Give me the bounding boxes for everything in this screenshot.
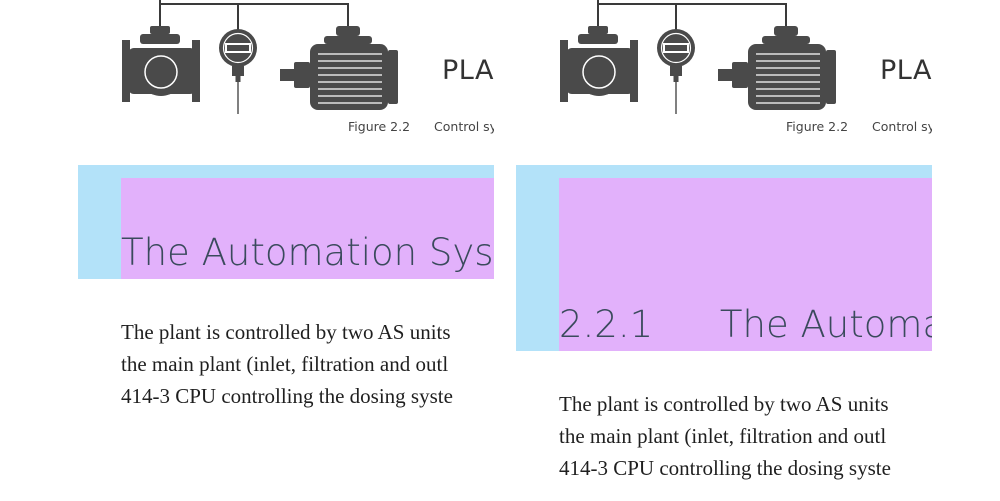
connection-lines <box>597 0 787 31</box>
figure-caption-label: Figure 2.2 <box>786 119 849 134</box>
plant-control-diagram <box>560 0 836 114</box>
valve-icon <box>122 26 200 102</box>
section-heading-text: The Automa <box>719 303 932 346</box>
body-line: 414-3 CPU controlling the dosing syste <box>559 456 891 480</box>
body-paragraph: The plant is controlled by two AS units … <box>121 316 494 412</box>
gauge-icon <box>657 29 695 114</box>
body-line: 414-3 CPU controlling the dosing syste <box>121 384 453 408</box>
connection-lines <box>159 0 349 31</box>
section-heading-text: The Automation Syst <box>121 231 494 274</box>
valve-icon <box>560 26 638 102</box>
gauge-icon <box>219 29 257 114</box>
body-line: the main plant (inlet, filtration and ou… <box>121 352 449 376</box>
body-paragraph: The plant is controlled by two AS units … <box>559 388 932 484</box>
figure-caption-text: Control syst <box>434 119 494 134</box>
figure-caption-text: Control syst <box>872 119 932 134</box>
plant-control-diagram <box>122 0 398 114</box>
motor-icon <box>718 26 836 110</box>
body-line: The plant is controlled by two AS units <box>559 392 889 416</box>
heading-padding-highlight <box>559 178 932 351</box>
body-line: The plant is controlled by two AS units <box>121 320 451 344</box>
figure-title: PLA <box>442 55 494 86</box>
section-heading-number: 2.2.1 <box>559 303 654 346</box>
section-heading: 2.2.1 The Automa <box>559 303 932 347</box>
section-heading: The Automation Syst <box>121 231 494 275</box>
figure-caption: Figure 2.2 Control syst <box>786 119 932 134</box>
heading-padding-highlight <box>121 178 494 279</box>
figure-caption-label: Figure 2.2 <box>348 119 411 134</box>
motor-icon <box>280 26 398 110</box>
document-panel-right: PLA Figure 2.2 Control syst 2.2.1 The Au… <box>516 0 932 501</box>
figure-caption: Figure 2.2 Control syst <box>348 119 494 134</box>
figure-title: PLA <box>880 55 932 86</box>
body-line: the main plant (inlet, filtration and ou… <box>559 424 887 448</box>
document-panel-left: PLA Figure 2.2 Control syst The Automati… <box>78 0 494 501</box>
